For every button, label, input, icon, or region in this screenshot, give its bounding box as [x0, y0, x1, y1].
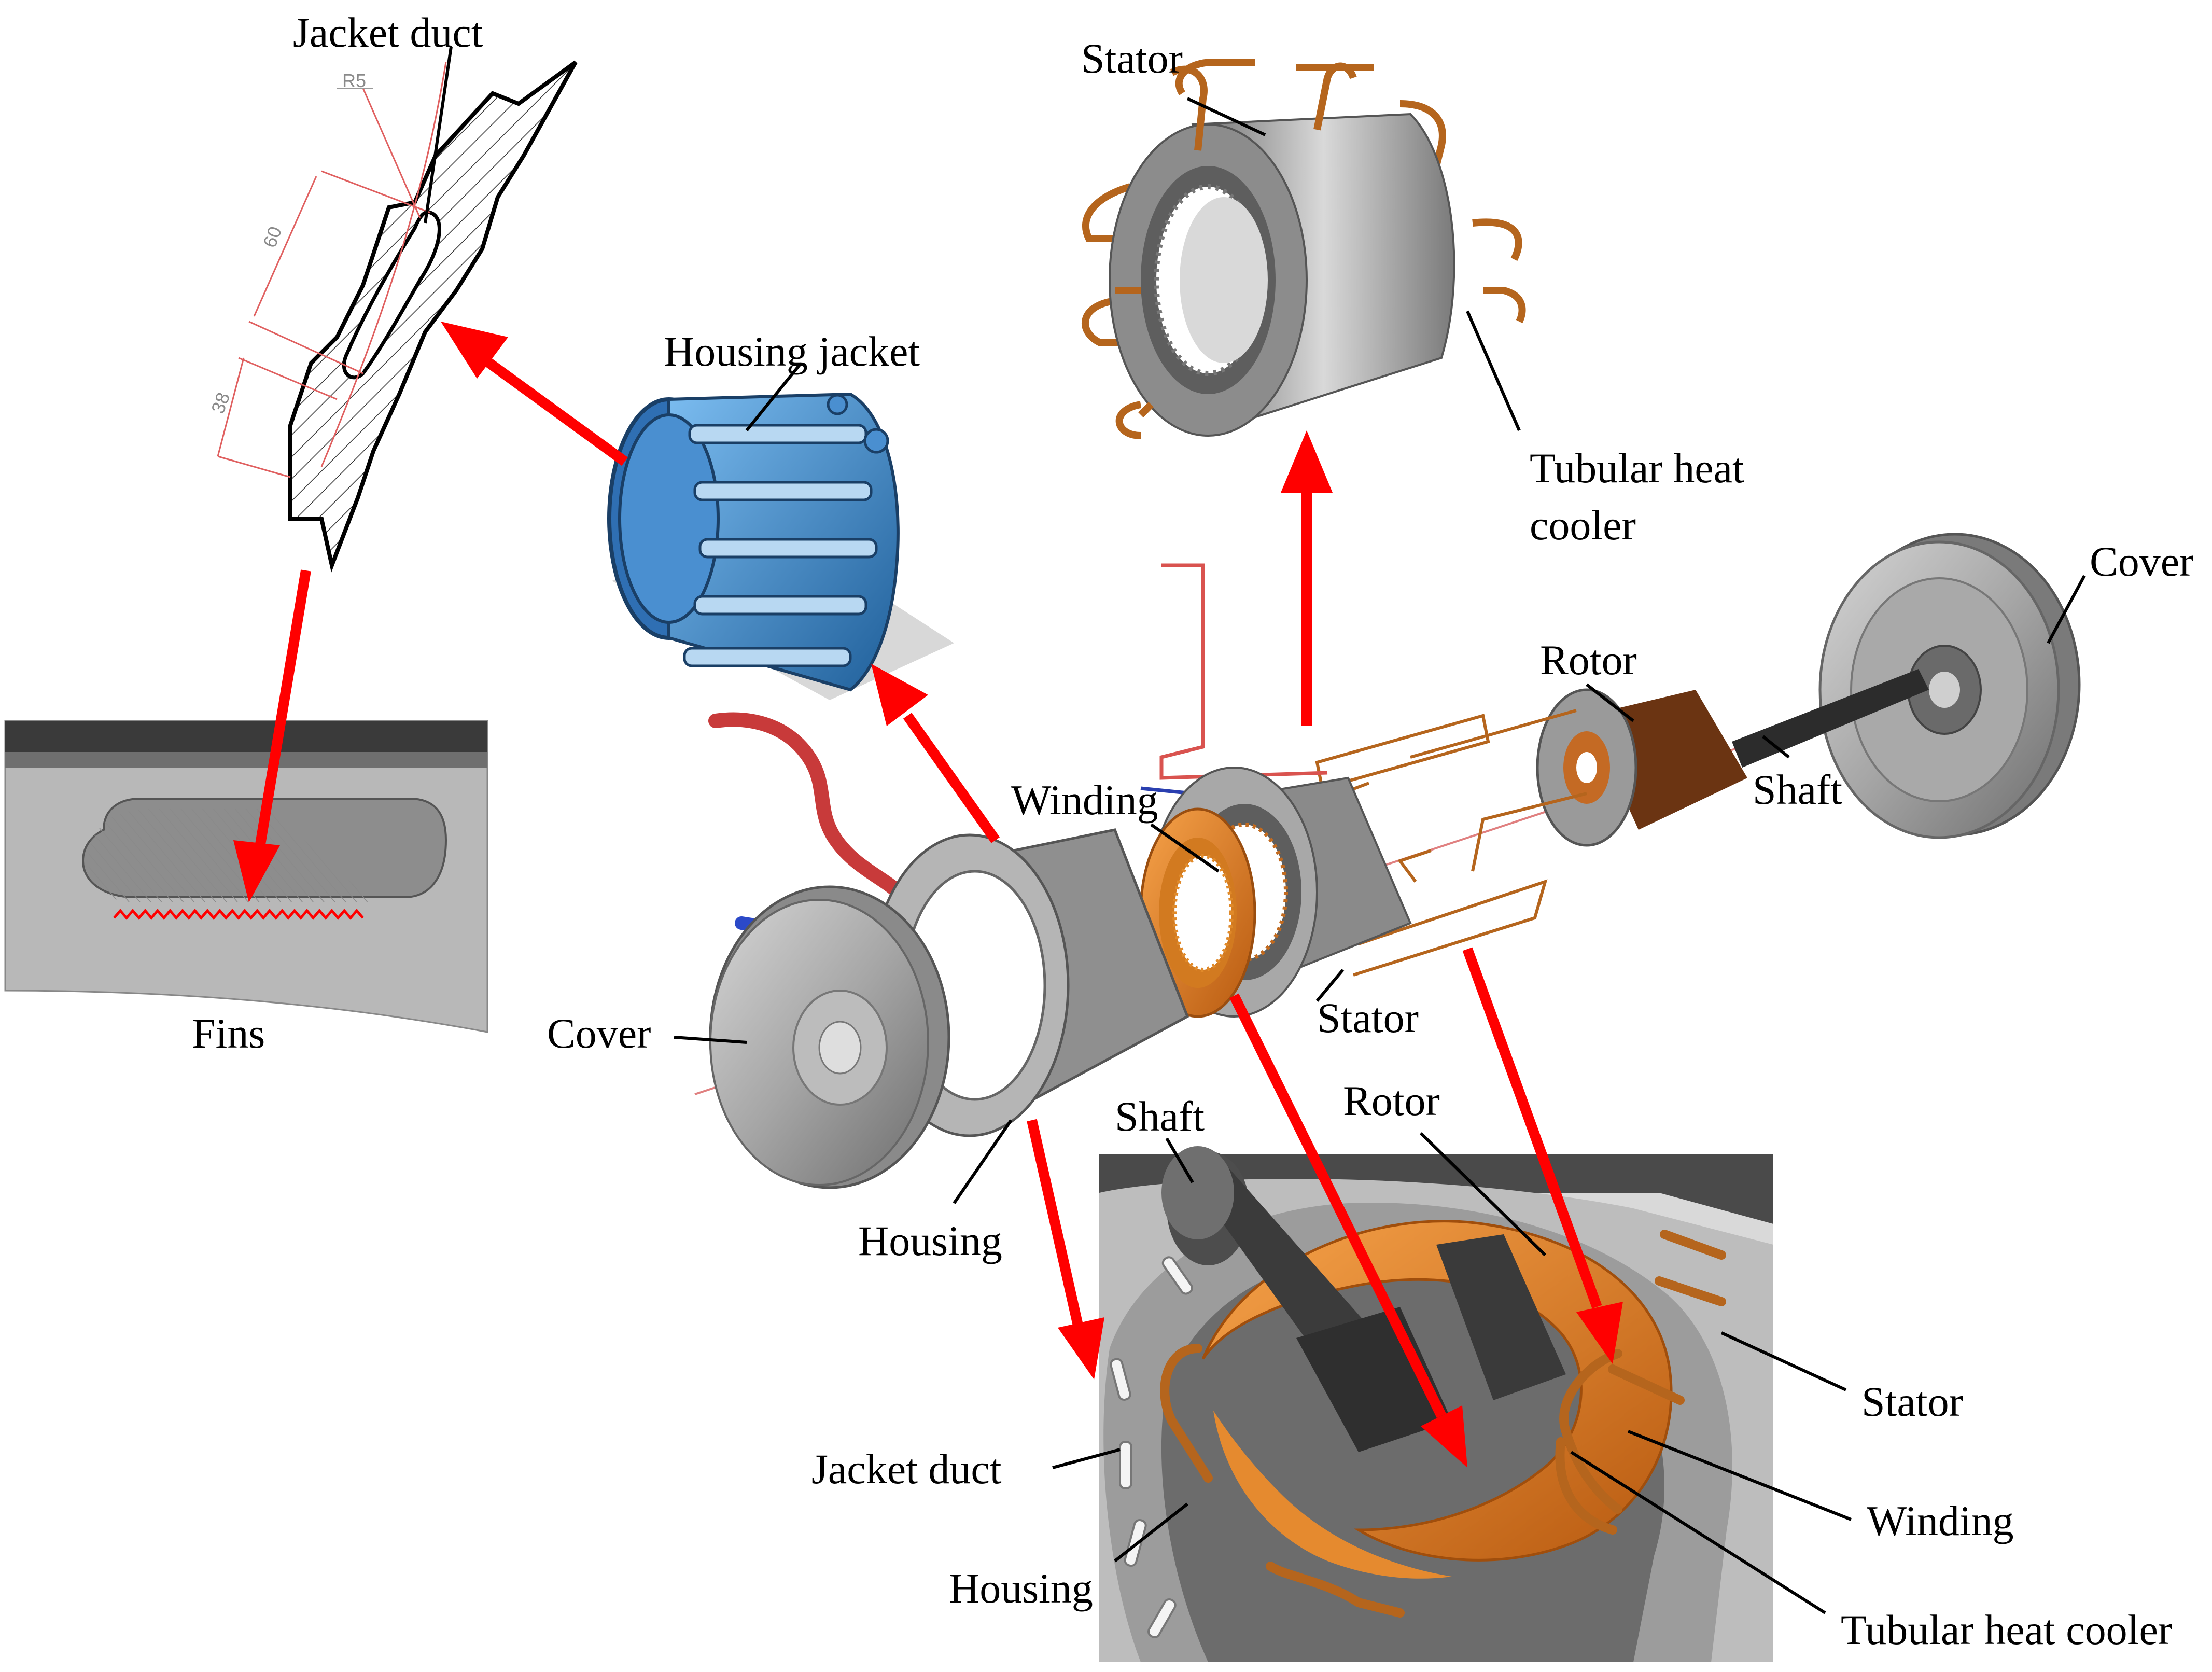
- label-jacket-duct-top: Jacket duct: [293, 9, 483, 56]
- label-cover-right: Cover: [2090, 538, 2193, 585]
- housing-jacket-model: Housing jacket: [607, 328, 954, 705]
- housing-jacket-leader: [745, 362, 803, 431]
- tubular-bottom-leader: [1570, 1451, 1826, 1614]
- arrow-duct-to-fins: [254, 569, 311, 852]
- winding-bottom-leader: [1627, 1430, 1852, 1521]
- stator-mid-leader: [1315, 969, 1345, 1002]
- jacket-duct-top-leader: [424, 46, 453, 224]
- label-rotor-bottom: Rotor: [1343, 1077, 1440, 1124]
- label-tubular-bottom: Tubular heat cooler: [1841, 1606, 2172, 1653]
- arrow-winding-to-inset-head: [1421, 1405, 1467, 1468]
- label-housing-mid: Housing: [858, 1217, 1002, 1264]
- dimension-60: 60: [259, 224, 286, 250]
- label-cover-left: Cover: [547, 1010, 651, 1057]
- label-shaft-bottom: Shaft: [1115, 1093, 1205, 1140]
- winding-mid-leader: [1150, 823, 1220, 873]
- arrow-housing-to-inset: [1027, 1119, 1084, 1329]
- stator-top-model: Stator Tubular heat cooler: [1081, 35, 1744, 549]
- label-stator-bottom: Stator: [1861, 1378, 1963, 1425]
- exploded-motor-assembly: [694, 533, 2081, 1189]
- label-jacket-duct-bottom: Jacket duct: [811, 1445, 1002, 1493]
- tubular-top-leader: [1466, 310, 1521, 431]
- arrow-stator-up-head: [1281, 430, 1333, 493]
- label-fins: Fins: [192, 1010, 265, 1057]
- label-stator-top: Stator: [1081, 35, 1183, 82]
- arrow-winding-to-inset: [1229, 993, 1446, 1418]
- arrow-housing-to-inset-head: [1058, 1317, 1104, 1380]
- red-arrows: [233, 322, 1623, 1468]
- label-stator-mid: Stator: [1317, 994, 1419, 1041]
- arrow-housing-jacket-to-duct-head: [441, 322, 508, 379]
- arrow-cooler-to-inset-head: [1576, 1302, 1623, 1364]
- arrow-cooler-to-inset: [1462, 947, 1602, 1309]
- rotor-bottom-leader: [1419, 1132, 1547, 1257]
- label-tubular-top-line2: cooler: [1530, 501, 1636, 549]
- label-rotor-mid: Rotor: [1540, 636, 1637, 684]
- jacket-duct-bottom-leader: [1052, 1448, 1121, 1469]
- cover-left-leader: [674, 1036, 747, 1044]
- dimension-r5: R5: [342, 70, 366, 91]
- shaft-mid-leader: [1762, 735, 1790, 759]
- label-winding-mid: Winding: [1011, 776, 1158, 824]
- stator-bottom-leader: [1720, 1331, 1847, 1391]
- cutaway-inset: Shaft Rotor Stator Jacket duct Winding H…: [811, 1077, 2172, 1662]
- label-housing-jacket: Housing jacket: [664, 328, 920, 375]
- housing-bottom-leader: [1114, 1502, 1188, 1563]
- arrow-housing-jacket-to-duct: [479, 353, 628, 466]
- arrow-housing-to-jacket: [903, 713, 1000, 843]
- stator-top-leader: [1186, 97, 1266, 136]
- arrow-housing-to-jacket-head: [871, 664, 928, 726]
- rotor-mid-leader: [1586, 683, 1634, 722]
- jacket-duct-section-drawing: R5 60 38 Jacket duct: [207, 9, 578, 573]
- label-tubular-top-line1: Tubular heat: [1530, 444, 1744, 492]
- label-winding-bottom: Winding: [1867, 1497, 2014, 1544]
- arrow-duct-to-fins-head: [233, 840, 280, 902]
- housing-mid-leader: [953, 1119, 1013, 1204]
- assembly-labels: Cover Rotor Shaft Winding Stator Cover H…: [547, 538, 2193, 1264]
- label-housing-bottom: Housing: [949, 1565, 1093, 1612]
- cover-right-leader: [2047, 575, 2086, 644]
- label-shaft-mid: Shaft: [1753, 766, 1842, 813]
- shaft-bottom-leader: [1165, 1137, 1194, 1183]
